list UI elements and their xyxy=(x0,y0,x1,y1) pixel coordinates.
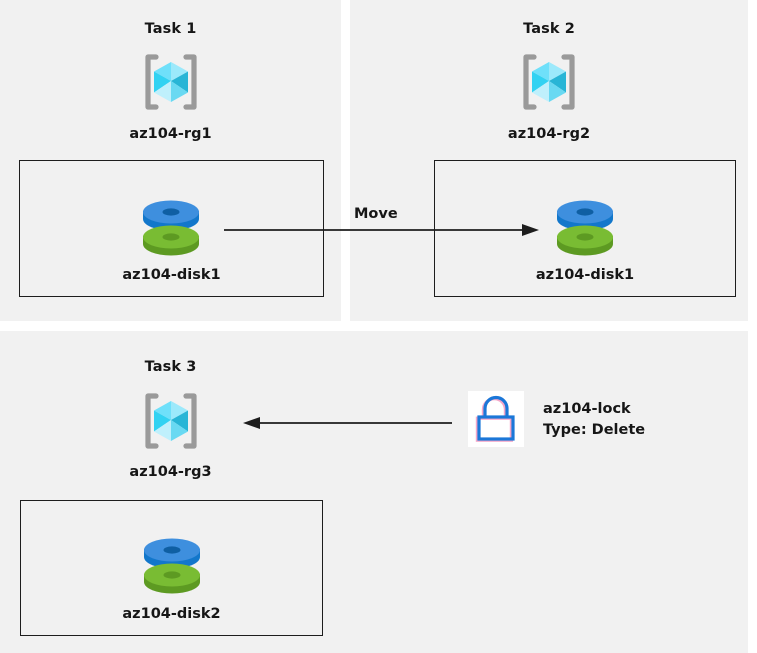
resource-label-disk1-task2: az104-disk1 xyxy=(535,267,635,283)
resource-box-task-3 xyxy=(20,500,323,636)
task-3-title: Task 3 xyxy=(144,359,197,375)
managed-disk-icon xyxy=(139,197,203,259)
lock-name: az104-lock xyxy=(543,401,631,417)
panel-task-2: Task 2 az104-rg2 xyxy=(350,0,748,321)
resource-group-label-rg2: az104-rg2 xyxy=(507,126,591,142)
resource-box-task-2 xyxy=(434,160,736,297)
task-1-title: Task 1 xyxy=(144,21,197,37)
task-2-title: Task 2 xyxy=(523,21,575,37)
resource-label-disk1-task1: az104-disk1 xyxy=(122,267,221,283)
resource-group-icon xyxy=(518,51,580,113)
resource-label-disk2-task3: az104-disk2 xyxy=(122,606,221,622)
move-arrow-label: Move xyxy=(354,206,398,222)
lock-type: Type: Delete xyxy=(543,422,646,438)
panel-task-3: Task 3 az104-rg3 xyxy=(0,331,748,653)
resource-box-task-1 xyxy=(19,160,324,297)
managed-disk-icon xyxy=(140,535,204,597)
resource-group-icon xyxy=(140,390,202,452)
resource-group-icon xyxy=(140,51,202,113)
lock-arrow-connector xyxy=(240,415,455,431)
move-arrow-connector xyxy=(222,222,542,238)
resource-group-label-rg3: az104-rg3 xyxy=(129,464,212,480)
managed-disk-icon xyxy=(553,197,617,259)
lock-text-block: az104-lock Type: Delete xyxy=(543,399,645,441)
lock-icon xyxy=(468,391,524,447)
panel-task-1: Task 1 az104-rg1 xyxy=(0,0,341,321)
resource-group-label-rg1: az104-rg1 xyxy=(129,126,212,142)
